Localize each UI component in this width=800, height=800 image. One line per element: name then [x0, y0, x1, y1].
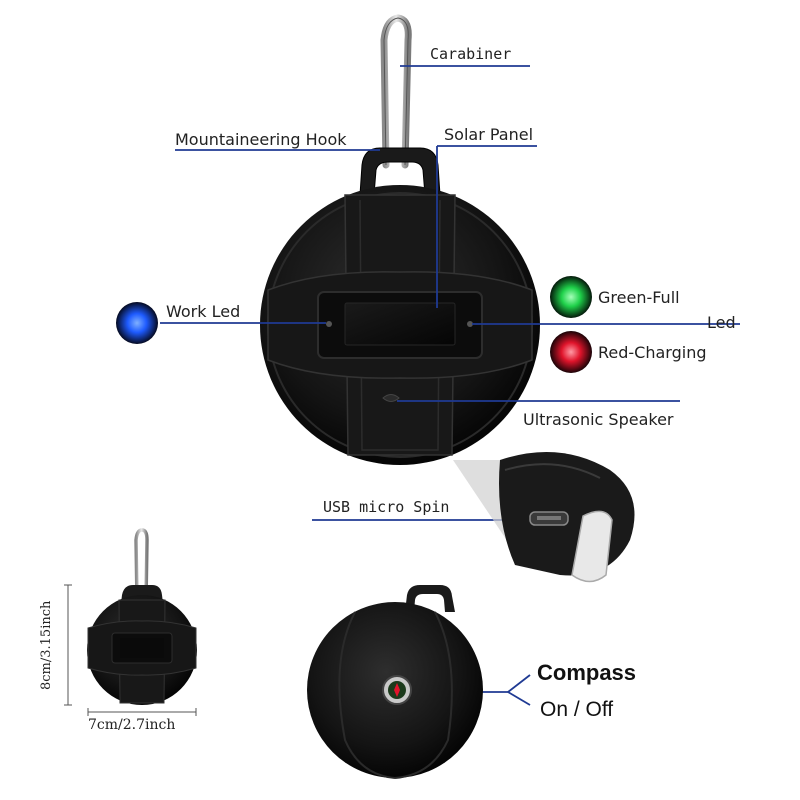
green-full-label: Green-Full	[598, 288, 680, 307]
main-device	[260, 14, 540, 465]
work-led-label: Work Led	[166, 302, 241, 321]
size-reference-device	[64, 528, 197, 716]
red-charging-label: Red-Charging	[598, 343, 707, 362]
speaker-grille	[382, 394, 400, 402]
height-dimension-label: 8cm/3.15inch	[39, 600, 54, 690]
compass-label: Compass	[537, 660, 637, 685]
compass-device	[307, 585, 483, 779]
callout-lines	[160, 65, 740, 706]
mountaineering-hook-label: Mountaineering Hook	[175, 130, 347, 149]
green-led-indicator	[550, 276, 592, 318]
usb-closeup	[453, 452, 635, 583]
on-off-label: On / Off	[540, 698, 614, 721]
work-led-indicator	[116, 302, 158, 344]
red-led-indicator	[550, 331, 592, 373]
led-label: Led	[707, 313, 736, 332]
carabiner-label: Carabiner	[430, 45, 512, 63]
carabiner-icon	[380, 14, 412, 169]
ultrasonic-speaker-label: Ultrasonic Speaker	[523, 410, 674, 429]
solar-panel-label: Solar Panel	[444, 125, 534, 144]
width-dimension-label: 7cm/2.7inch	[88, 717, 176, 733]
rubber-cover	[571, 510, 613, 583]
usb-micro-spin-label: USB micro Spin	[323, 498, 450, 516]
